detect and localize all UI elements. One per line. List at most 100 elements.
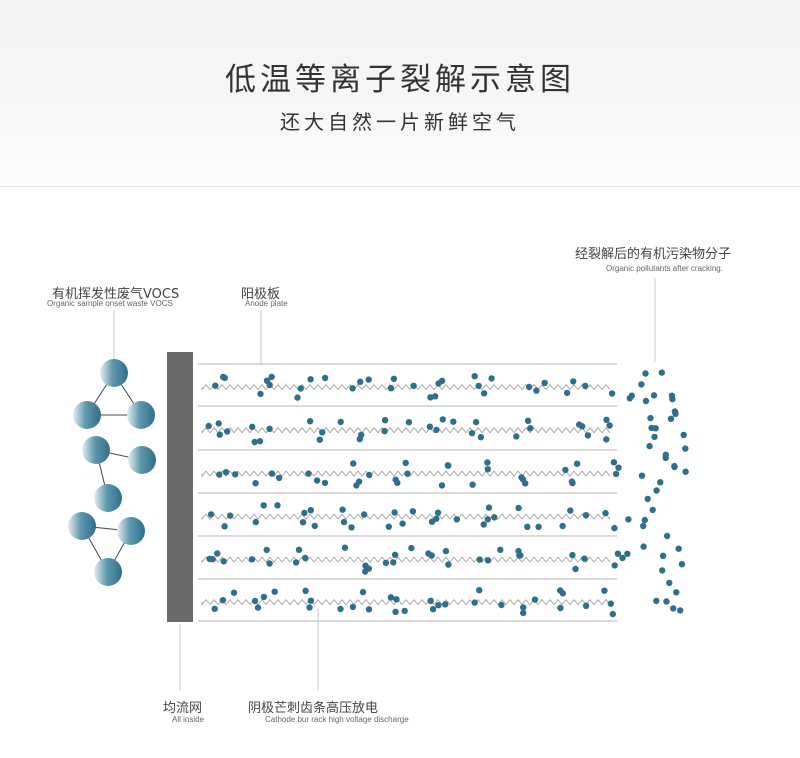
ion-particle xyxy=(476,587,483,594)
cracked-molecule xyxy=(672,410,679,417)
ion-particle xyxy=(381,427,388,435)
ion-particle xyxy=(480,390,488,397)
ion-particle xyxy=(625,516,632,523)
ion-particle xyxy=(355,478,363,485)
ion-particle xyxy=(399,520,406,527)
ion-particle xyxy=(612,470,620,478)
ion-particle xyxy=(266,560,273,567)
ion-particle xyxy=(484,557,492,564)
pollutants-label: 经裂解后的有机污染物分子 xyxy=(575,247,732,262)
ion-particle xyxy=(311,522,318,530)
ion-particle xyxy=(557,587,564,594)
ion-particle xyxy=(215,420,222,427)
ion-particle xyxy=(257,390,264,398)
ion-particle xyxy=(357,378,364,385)
ion-particle xyxy=(606,422,613,429)
ion-particle xyxy=(356,435,363,443)
ion-particle xyxy=(611,524,618,532)
ion-particle xyxy=(254,604,262,611)
cathode-wire xyxy=(201,598,611,606)
ion-particle xyxy=(438,482,446,489)
voc-molecule xyxy=(94,484,122,512)
ion-particle xyxy=(584,432,592,439)
ion-particle xyxy=(572,565,579,573)
ion-particle xyxy=(216,471,223,478)
cracked-molecule xyxy=(663,598,670,605)
ion-particle xyxy=(469,481,476,488)
voc-molecule xyxy=(94,558,122,586)
page-subtitle: 还大自然一片新鲜空气 xyxy=(280,110,520,134)
ion-particle xyxy=(435,602,442,609)
ion-particle xyxy=(520,604,527,611)
ion-particle xyxy=(387,594,395,601)
cathode-wire xyxy=(201,427,611,434)
cracked-molecule xyxy=(678,561,686,568)
ion-particle xyxy=(209,556,216,563)
ion-particle xyxy=(603,416,610,423)
ion-particle xyxy=(390,375,398,382)
ion-particle xyxy=(628,392,635,399)
ion-particle xyxy=(302,554,309,562)
ion-particle xyxy=(251,597,259,605)
cracked-molecule xyxy=(662,451,669,458)
ion-particle xyxy=(475,382,482,390)
flow-grid-plate xyxy=(167,352,193,622)
cracked-molecule xyxy=(647,414,654,422)
ion-particle xyxy=(445,561,452,568)
cracked-molecule xyxy=(675,545,682,552)
ion-particle xyxy=(214,550,221,557)
ion-particle xyxy=(432,393,439,400)
voc-molecule xyxy=(82,436,110,464)
ion-particle xyxy=(471,599,478,606)
ion-particle xyxy=(582,512,590,519)
ion-particle xyxy=(405,419,413,426)
ion-particle xyxy=(472,418,480,426)
ion-particle xyxy=(404,470,411,477)
ion-particle xyxy=(582,602,590,609)
ion-particle xyxy=(520,609,527,617)
cracked-molecules xyxy=(638,369,689,614)
ion-particle xyxy=(442,601,449,608)
ion-particle xyxy=(562,466,569,474)
ion-particle xyxy=(313,477,321,484)
ion-particle xyxy=(522,480,529,487)
ion-particle xyxy=(524,417,532,424)
ion-particle xyxy=(211,605,218,612)
ion-particle xyxy=(205,422,212,430)
ion-particle xyxy=(252,518,259,526)
ion-particle xyxy=(274,502,281,509)
ion-particle xyxy=(222,469,230,476)
ion-particle xyxy=(249,423,256,430)
vocs-label-en: Organic sample onset waste VOCS xyxy=(47,299,173,308)
ion-particle xyxy=(427,394,434,401)
ion-particle xyxy=(610,459,618,466)
page-title: 低温等离子裂解示意图 xyxy=(225,62,575,98)
ion-particle xyxy=(306,418,314,425)
voc-molecule-cluster xyxy=(68,359,156,586)
ion-particle xyxy=(567,507,574,514)
pollutants-label-en: Organic pollutants after cracking. xyxy=(606,264,723,273)
ion-particle xyxy=(535,523,542,530)
cracked-molecule xyxy=(669,395,676,403)
ion-particle xyxy=(256,438,264,445)
ion-particle xyxy=(307,376,314,383)
ion-particle xyxy=(305,470,312,477)
reactor-channels xyxy=(198,363,635,622)
ion-particle xyxy=(480,521,487,528)
ion-particle xyxy=(439,416,446,423)
cracked-molecule xyxy=(666,579,673,587)
ion-particle xyxy=(276,474,283,482)
ion-particle xyxy=(216,431,223,438)
anode-label: 阳极板 xyxy=(241,287,281,302)
ion-particle xyxy=(260,593,268,601)
ion-particle xyxy=(581,555,588,562)
ion-particle xyxy=(268,373,275,381)
ion-particle xyxy=(316,436,323,443)
voc-molecule xyxy=(100,359,128,387)
cracked-molecule xyxy=(648,424,655,432)
ion-particle xyxy=(410,382,417,389)
ion-particle xyxy=(385,523,392,530)
ion-particle xyxy=(576,421,583,428)
ion-particle xyxy=(468,430,476,437)
ion-particle xyxy=(559,522,566,530)
